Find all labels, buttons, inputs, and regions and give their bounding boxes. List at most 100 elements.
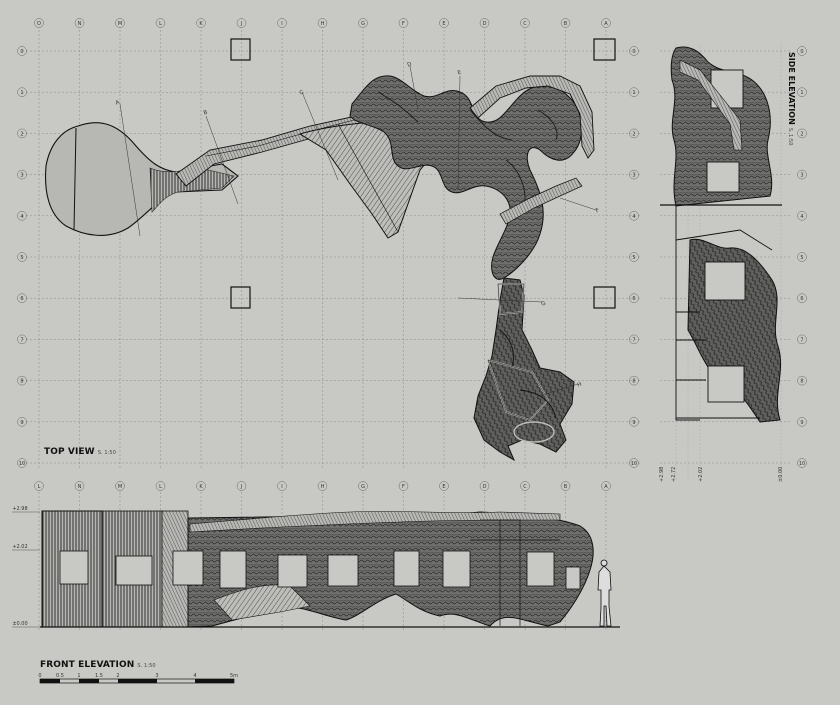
top-grid-row-label-left-bubble xyxy=(17,334,27,345)
scale-bar-label: 1 xyxy=(77,673,80,679)
top-grid-row-label-left: 6 xyxy=(20,296,23,302)
front-window xyxy=(327,554,359,587)
front-level-label: +2.98 xyxy=(12,506,27,512)
side-level-label: +2.72 xyxy=(671,467,677,482)
section-mark: G xyxy=(541,301,547,308)
front-grid-col-label: L xyxy=(159,484,162,490)
side-level-label: +2.98 xyxy=(659,467,665,482)
top-grid-row-label-right: 9 xyxy=(632,420,635,426)
top-grid-col-label-bubble xyxy=(439,18,449,28)
front-elevation-scale: S. 1:50 xyxy=(137,663,156,669)
top-grid-row-label-left-bubble xyxy=(17,458,27,468)
top-grid-row-label-left: 0 xyxy=(20,49,23,55)
top-grid-col-label: L xyxy=(159,21,162,27)
front-grid-col-label: L xyxy=(38,484,41,490)
front-grid-col-label-bubble xyxy=(34,481,44,491)
top-grid-row-label-right: 5 xyxy=(632,255,635,261)
side-grid-row-label-bubble xyxy=(797,169,807,180)
scale-bar-label: 1.5 xyxy=(95,673,103,679)
side-grid-row-label: 5 xyxy=(800,255,803,261)
front-level-label: +2.02 xyxy=(12,544,27,550)
front-support xyxy=(470,519,560,626)
front-grid-col-label: K xyxy=(199,484,203,490)
top-grid-col-label-bubble xyxy=(358,18,368,28)
side-grid-row-label: 6 xyxy=(800,296,803,302)
top-grid-row-label-right-bubble xyxy=(629,417,639,427)
top-grid-row-label-right: 7 xyxy=(632,337,635,343)
top-grid-col-label-bubble xyxy=(317,18,328,28)
top-grid-col-label-bubble xyxy=(277,18,287,28)
front-grid-col-label: C xyxy=(523,484,527,490)
top-grid-col-label: I xyxy=(281,21,282,27)
section-mark: D xyxy=(407,62,413,69)
top-grid-row-label-right-bubble xyxy=(629,169,639,180)
top-grid-row-label-left: 9 xyxy=(20,420,23,426)
front-grid-col-label-bubble xyxy=(601,481,611,491)
side-grid-row-label-bubble xyxy=(797,458,807,468)
top-grid-col-label-bubble xyxy=(520,18,530,28)
side-grid-row-label-bubble xyxy=(797,211,807,221)
scale-bar xyxy=(39,678,235,684)
side-grid-row-label-bubble xyxy=(797,128,807,139)
front-grid-col-label-bubble xyxy=(277,481,287,491)
top-grid-col-label: K xyxy=(199,21,203,27)
front-grid-col-label-bubble xyxy=(560,481,571,491)
side-frame xyxy=(675,206,773,421)
front-grid-col-label-bubble xyxy=(196,481,206,491)
front-grid-col-label: H xyxy=(321,484,325,490)
top-grid-col-label: M xyxy=(118,21,122,27)
side-grid-row-label: 1 xyxy=(800,90,803,96)
front-window xyxy=(219,550,247,589)
side-grid-row-label: 9 xyxy=(800,420,803,426)
top-grid-row-label-left-bubble xyxy=(17,128,27,139)
front-window xyxy=(115,555,153,586)
side-grid-row-label-bubble xyxy=(797,252,807,262)
top-grid-col-label-bubble xyxy=(236,18,247,28)
top-view-scale: S. 1:50 xyxy=(97,450,116,456)
top-grid-col-label-bubble xyxy=(34,18,44,28)
top-grid-row-label-right: 1 xyxy=(632,90,635,96)
top-grid-col-label: O xyxy=(37,21,41,27)
front-grid-col-label: J xyxy=(240,484,242,490)
scale-bar-label: 2 xyxy=(116,673,119,679)
front-grid-col-label-bubble xyxy=(439,481,449,491)
front-grid-col-label-bubble xyxy=(479,481,490,491)
top-grid-col-label: D xyxy=(483,21,487,27)
top-grid-row-label-left: 8 xyxy=(20,379,23,385)
side-grid-row-label-bubble xyxy=(797,87,807,97)
column-square xyxy=(230,286,251,309)
top-grid-row-label-right-bubble xyxy=(629,293,639,303)
top-grid-col-label-bubble xyxy=(196,18,206,28)
side-grid-row-label-bubble xyxy=(797,417,807,427)
section-mark: H xyxy=(577,382,583,389)
side-elevation-drawing xyxy=(660,46,782,423)
side-level-label: +2.02 xyxy=(698,467,704,482)
top-grid-col-label: B xyxy=(564,21,568,27)
top-grid-col-label-bubble xyxy=(74,18,85,28)
front-walkway xyxy=(189,511,561,533)
top-grid-row-label-left: 1 xyxy=(20,90,23,96)
front-window xyxy=(393,550,420,587)
top-grid-row-label-left-bubble xyxy=(17,375,27,386)
top-grid-row-label-right: 0 xyxy=(632,49,635,55)
scale-bar-label: 0.5 xyxy=(56,673,64,679)
side-grid-row-label: 3 xyxy=(800,173,803,179)
front-window xyxy=(172,550,204,586)
front-grid-col-label-bubble xyxy=(398,481,409,491)
top-grid-col-label: J xyxy=(240,21,242,27)
spine-g-oval xyxy=(513,421,555,443)
front-window xyxy=(526,551,555,587)
front-hatch-c xyxy=(213,584,311,621)
column-square xyxy=(593,286,616,309)
top-grid-col-label: F xyxy=(402,21,405,27)
front-grid-col-label: G xyxy=(361,484,365,490)
top-grid-row-label-left-bubble xyxy=(17,169,27,180)
human-figure xyxy=(597,559,612,627)
front-window xyxy=(59,550,89,585)
section-mark: B xyxy=(203,110,209,117)
section-mark: C xyxy=(299,90,305,97)
